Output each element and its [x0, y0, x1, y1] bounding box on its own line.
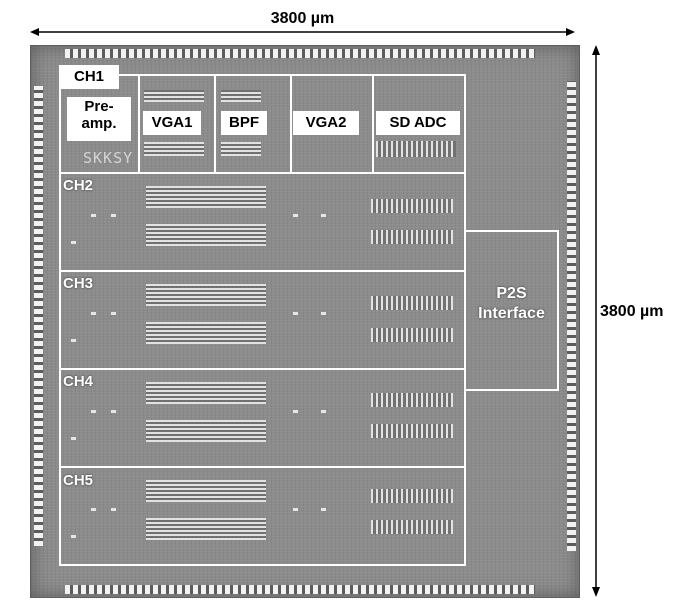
ch1-circuit — [221, 90, 261, 102]
ch3-label: CH3 — [63, 275, 94, 292]
height-arrow — [592, 45, 600, 597]
ch4-circuit — [371, 424, 453, 438]
pad-ring-bottom — [65, 585, 535, 594]
ch1-circuit — [221, 142, 261, 156]
vga2-label: VGA2 — [293, 111, 359, 135]
ch5-region — [59, 466, 466, 566]
ch5-circuit — [146, 480, 266, 502]
ch5-circuit — [371, 520, 453, 534]
ch3-circuit — [371, 328, 453, 342]
ch4-circuit — [371, 393, 453, 407]
p2s-interface-block — [464, 230, 559, 391]
width-dimension-label: 3800 µm — [270, 10, 335, 27]
pad-ring-left — [34, 86, 43, 546]
ch5-circuit — [146, 518, 266, 540]
pad-ring-top — [65, 49, 535, 58]
ch4-label: CH4 — [63, 373, 94, 390]
ch3-circuit — [146, 322, 266, 344]
height-dimension-label: 3800 µm — [600, 303, 664, 320]
pad-ring-right — [567, 81, 576, 551]
ch2-circuit — [146, 224, 266, 246]
vga1-label: VGA1 — [143, 111, 201, 135]
bpf-label: BPF — [221, 111, 267, 135]
ch1-label: CH1 — [59, 65, 119, 89]
watermark-text: SKKSY — [83, 149, 134, 167]
sd-adc-label: SD ADC — [376, 111, 460, 135]
p2s-label-line2: Interface — [478, 305, 545, 322]
ch5-label: CH5 — [63, 472, 94, 489]
ch4-circuit — [146, 382, 266, 404]
ch4-circuit — [146, 420, 266, 442]
preamp-label: Pre- amp. — [67, 97, 131, 141]
ch2-circuit — [146, 186, 266, 208]
ch3-circuit — [371, 296, 453, 310]
ch1-circuit — [144, 142, 204, 156]
ch5-circuit — [371, 489, 453, 503]
width-dimension: 3800 µm — [30, 10, 575, 38]
chip-die: SKKSY CH1 Pre- amp. VGA1 BPF VGA2 SD ADC… — [30, 45, 580, 598]
p2s-label-line1: P2S — [496, 285, 527, 302]
width-arrow — [30, 28, 575, 36]
p2s-label: P2S Interface — [464, 284, 559, 324]
ch2-circuit — [371, 199, 453, 213]
ch1-circuit — [376, 141, 456, 157]
ch1-circuit — [144, 90, 204, 102]
ch2-label: CH2 — [63, 177, 94, 194]
ch2-circuit — [371, 230, 453, 244]
ch3-circuit — [146, 284, 266, 306]
